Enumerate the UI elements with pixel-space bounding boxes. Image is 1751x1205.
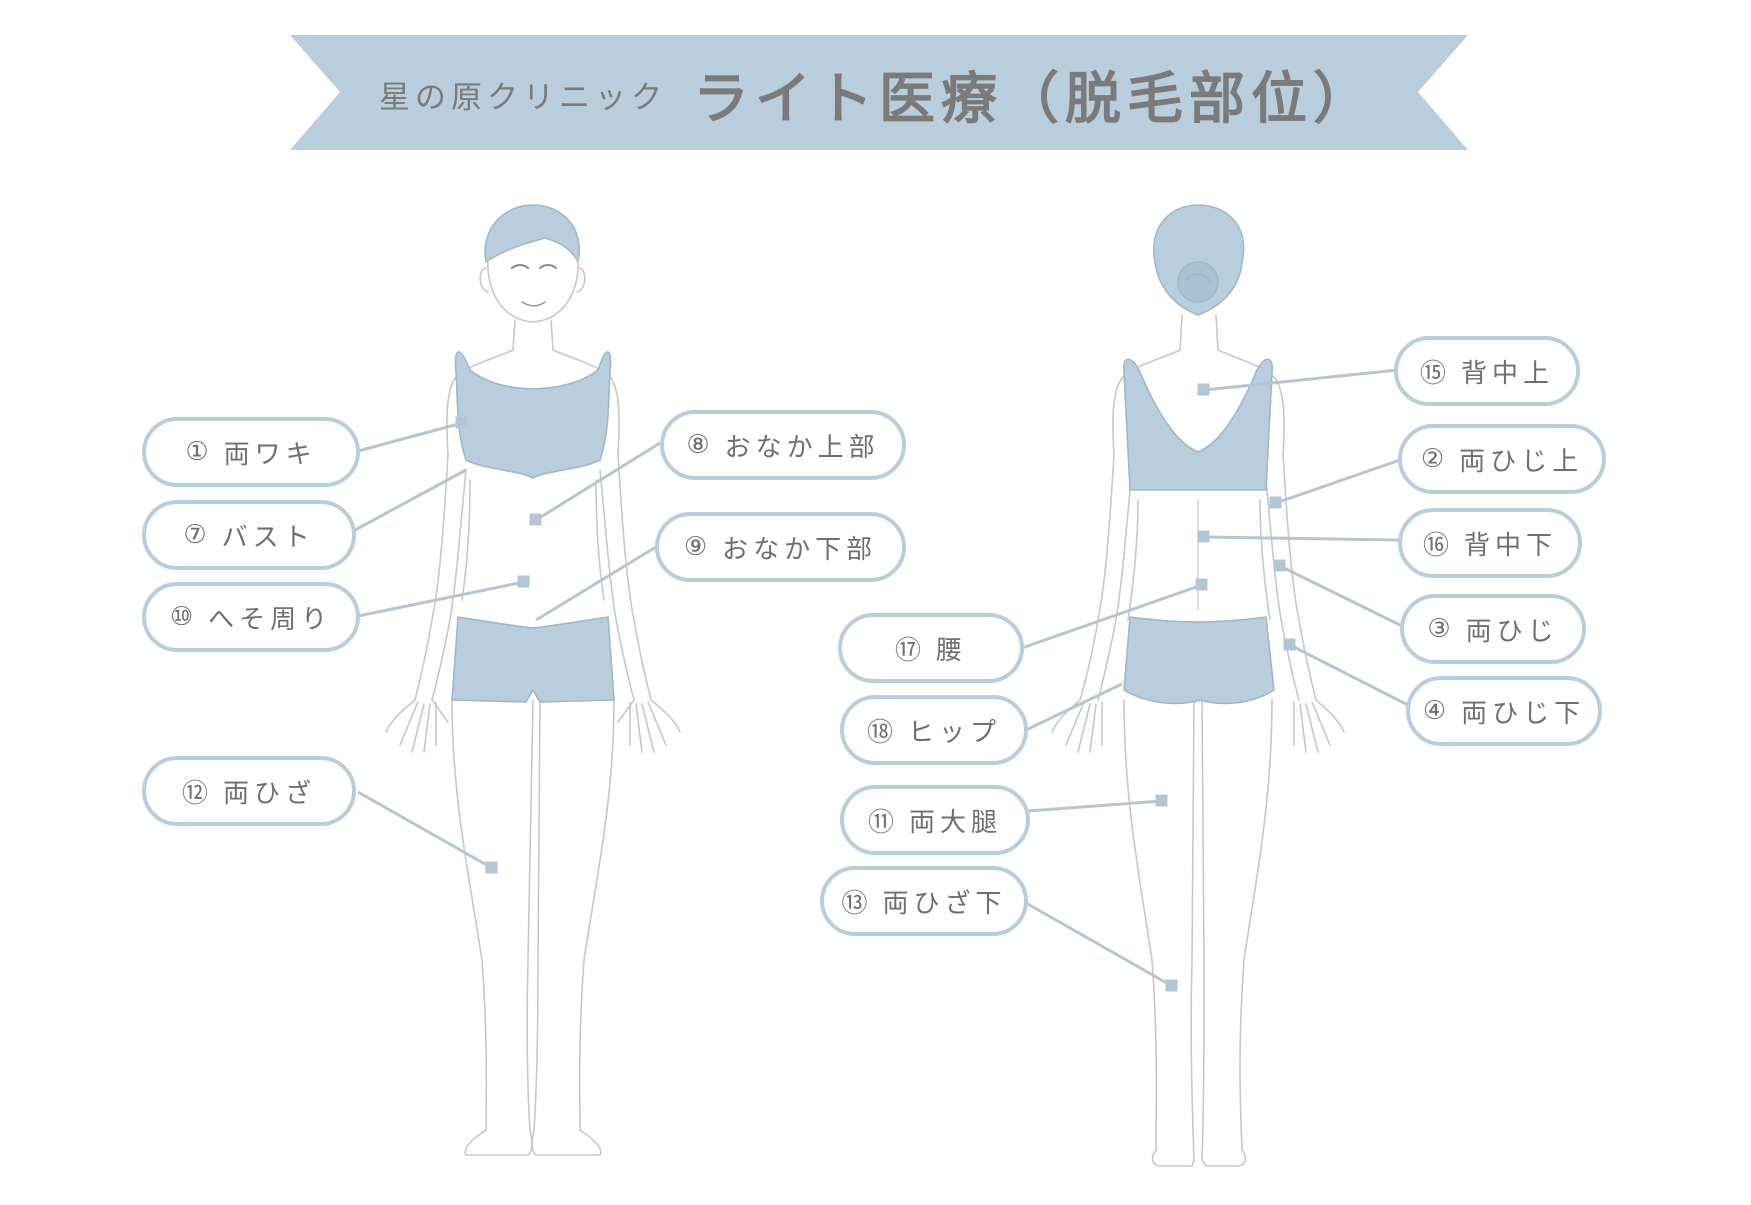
- title-banner: [290, 35, 1468, 150]
- label-number: ⑮: [1419, 358, 1451, 389]
- label-upper-arms[interactable]: ② 両ひじ上: [1398, 424, 1606, 494]
- label-forearms[interactable]: ④ 両ひじ下: [1406, 676, 1602, 746]
- label-text: へそ周り: [208, 604, 333, 635]
- label-number: ④: [1422, 696, 1452, 726]
- label-text: バスト: [221, 522, 315, 553]
- label-number: ⑩: [169, 602, 199, 632]
- page-title: ライト医療（脱毛部位）: [693, 66, 1375, 132]
- back-figure: [1051, 204, 1345, 1167]
- label-number: ②: [1420, 444, 1450, 474]
- label-number: ⑱: [866, 717, 898, 748]
- label-lower-abdomen[interactable]: ⑨ おなか下部: [655, 512, 906, 582]
- label-text: 両ひざ: [223, 778, 317, 809]
- label-text: 両大腿: [909, 807, 1003, 838]
- label-text: ヒップ: [908, 717, 1002, 748]
- front-figure: [385, 204, 681, 1156]
- label-number: ③: [1427, 614, 1456, 644]
- label-elbows[interactable]: ③ 両ひじ: [1400, 594, 1586, 664]
- clinic-name: 星の原クリニック: [379, 79, 667, 116]
- leader-lines: [354, 368, 1409, 992]
- label-number: ⑪: [867, 807, 899, 838]
- label-waist[interactable]: ⑰ 腰: [838, 613, 1024, 683]
- label-text: 背中上: [1461, 358, 1555, 389]
- label-text: おなか上部: [724, 432, 880, 463]
- label-number: ①: [185, 437, 214, 467]
- label-navel-area[interactable]: ⑩ へそ周り: [142, 582, 360, 652]
- label-upper-abdomen[interactable]: ⑧ おなか上部: [660, 410, 906, 480]
- label-lower-legs[interactable]: ⑬ 両ひざ下: [820, 866, 1028, 936]
- label-number: ⑫: [181, 778, 213, 809]
- label-upper-back[interactable]: ⑮ 背中上: [1394, 336, 1580, 406]
- label-text: 両ワキ: [223, 439, 317, 470]
- label-number: ⑧: [686, 430, 715, 460]
- label-text: 腰: [936, 635, 968, 666]
- label-hips[interactable]: ⑱ ヒップ: [840, 695, 1028, 765]
- label-thighs[interactable]: ⑪ 両大腿: [840, 785, 1030, 855]
- label-number: ⑰: [894, 635, 926, 666]
- label-number: ⑦: [183, 520, 212, 550]
- label-lower-back[interactable]: ⑯ 背中下: [1398, 508, 1582, 578]
- label-text: 両ひじ上: [1459, 446, 1584, 477]
- label-knees[interactable]: ⑫ 両ひざ: [142, 756, 356, 826]
- label-text: 両ひざ下: [882, 888, 1007, 919]
- label-number: ⑬: [841, 888, 873, 919]
- label-text: 背中下: [1464, 530, 1558, 561]
- label-number: ⑯: [1422, 530, 1454, 561]
- label-text: 両ひじ下: [1461, 698, 1586, 729]
- label-text: おなか下部: [722, 534, 878, 565]
- label-text: 両ひじ: [1465, 616, 1559, 647]
- label-bust[interactable]: ⑦ バスト: [142, 500, 356, 570]
- label-number: ⑨: [683, 532, 713, 562]
- title: 星の原クリニック ライト医療（脱毛部位）: [292, 58, 1462, 132]
- label-armpits[interactable]: ① 両ワキ: [142, 417, 360, 487]
